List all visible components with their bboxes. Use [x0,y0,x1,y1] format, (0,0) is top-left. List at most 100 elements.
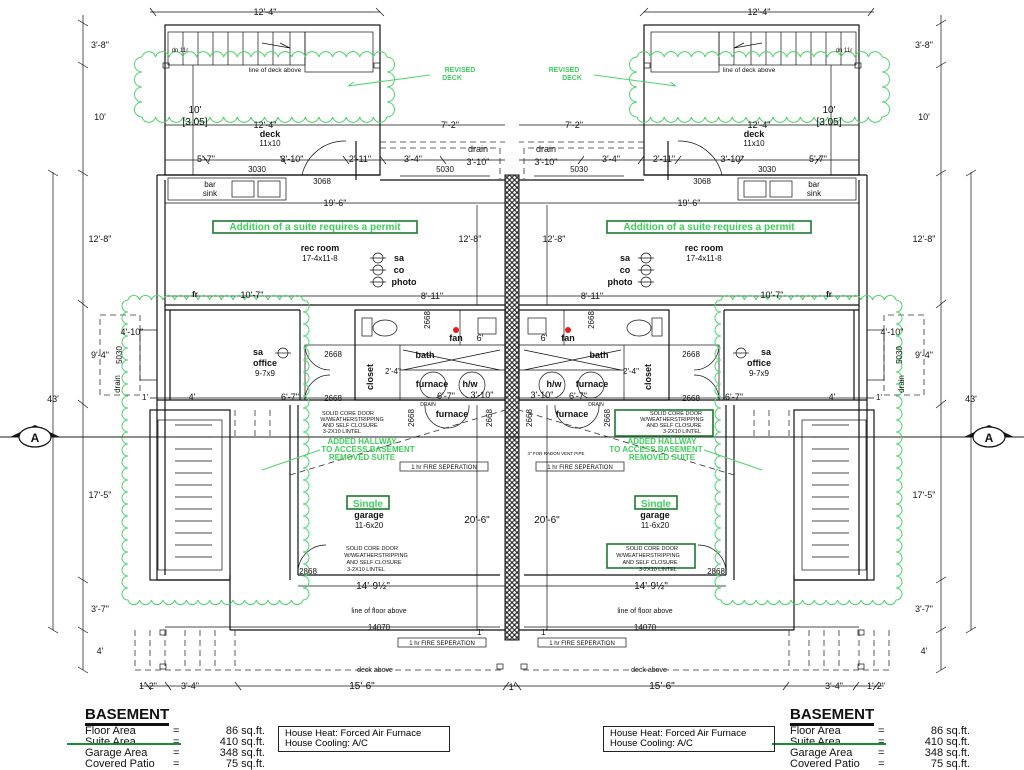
win-5030-label: 5030 [115,346,124,364]
solid-core-3-label: AND SELF CLOSURE [646,423,701,429]
deck-width-label: 12'-4" [748,120,771,130]
section-marker-right[interactable]: A [964,425,1014,448]
dim-6-7-label: 6'-7" [437,391,455,401]
area-equals: = [173,758,180,770]
dim-2-4-label: 2'-4" [623,367,639,376]
hw-label: h/w [547,379,563,389]
dim-2-11-label: 2'-11" [653,154,675,164]
dim-3-4-label: 3'-4" [602,154,620,164]
side-10-label: 10' [918,112,930,122]
dim-12-8-label: 12'-8" [459,234,482,244]
solid-core-3-label: AND SELF CLOSURE [346,560,401,566]
dim-6-7-label: 6'-7" [281,392,299,402]
area-value: 410 sq.ft. [924,736,970,748]
fan-label: fan [561,333,575,343]
drain-label: drain [536,144,556,154]
dim-5-7-label: 5'-7" [809,154,827,164]
solid-core-1-label: SOLID CORE DOOR [650,411,702,417]
area-label: Suite Area [772,737,886,748]
area-equals: = [878,758,885,770]
deck-above-label: deck above [357,667,393,674]
side-3-7-label: 3'-7" [915,604,933,614]
deck-width-label: 12'-4" [254,120,277,130]
dim-1-label: 1' [876,393,882,402]
section-label: A [31,431,40,445]
single-label: Single [353,499,383,510]
door-2668-label: 2668 [525,409,534,427]
dim-20-6-label: 20'-6" [464,515,490,526]
side-10-label: 10' [94,112,106,122]
area-value: 86 sq.ft. [225,725,265,737]
solid-core-1-label: SOLID CORE DOOR [626,546,678,552]
revision-cloud-right [629,51,903,606]
win-5030-label: 5030 [436,165,454,174]
dim-1-2-label: 1'-2" [139,681,157,691]
solid-core-note-box [614,409,714,437]
solid-core-4-label: 3-2X10 LINTEL [323,429,361,435]
hallway-2-label: TO ACCESS BASEMENT [609,445,702,454]
walk-width-label: 7'-2" [565,120,583,130]
dim-15-6-label: 15'-6" [349,681,375,692]
furnace-label: furnace [556,409,589,419]
side-43-label: 43' [47,394,59,404]
garage-label: garage [354,510,384,520]
dim-4-10-label: 4'-10" [121,327,144,337]
area-label: Floor Area [85,725,136,737]
drain-label: drain [113,375,122,393]
code-14070-label: 14070 [634,623,657,632]
fr-label: fr [192,290,198,299]
dim-10-7-label: 10'-7" [761,290,784,300]
deck-label-label: deck [744,129,766,139]
dim-4-10-label: 4'-10" [881,327,904,337]
dim-6-label: 6' [477,333,484,343]
furnace-label: furnace [576,379,609,389]
hw-label: h/w [463,379,479,389]
door-2668-label: 2668 [485,409,494,427]
deck-label-label: deck [260,129,282,139]
win-5030-label: 5030 [895,346,904,364]
sink-label: sink [203,189,218,198]
legend-title: BASEMENT [85,707,170,726]
hallway-3-label: REMOVED SUITE [629,453,696,462]
section-marker-left[interactable]: A [10,425,60,448]
dim-1-label: 1' [541,628,547,637]
office-size-label: 9-7x9 [255,369,276,378]
dim-2-11-label: 2'-11" [349,154,371,164]
door-2668-label: 2668 [423,311,432,329]
area-equals: = [878,725,885,737]
solid-core-4-label: 3-2X10 LINTEL [639,567,677,573]
door-2668-label: 2668 [324,350,342,359]
rec-size-label: 17-4x11-8 [302,254,338,263]
stairs-dn-label: dn 11r [172,48,189,54]
permit-note-label: Addition of a suite requires a permit [623,222,795,233]
photo-label: photo [608,277,633,287]
dim-1-2-label: 1'-2" [867,681,885,691]
dim-4-label: 4' [189,392,196,402]
bath-label: bath [416,350,435,360]
dimension-label-center: 1' [509,682,516,692]
side-9-4-label: 9'-4" [915,350,933,360]
garage-size-label: 11-6x20 [641,521,670,530]
area-row: Covered Patio=75 sq.ft. [790,759,970,770]
code-14070-label: 14070 [368,623,391,632]
photo-label: photo [392,277,417,287]
side-43-label: 43' [965,394,977,404]
revised-deck-1-label: REVISED [445,67,476,74]
deck-height-label: 10' [822,105,835,116]
top-width-label: 12'-4" [254,7,277,17]
fire-sep-label: 1 hr FIRE SEPERATION [549,641,615,647]
deck-line-label: line of deck above [723,67,776,74]
solid-core-2-label: W/WEATHERSTRIPPING [616,553,679,559]
dim-3-10b-label: 3'-10" [467,157,490,167]
bar-label: bar [808,180,820,189]
closet-label: closet [365,364,375,390]
dim-15-6-label: 15'-6" [649,681,675,692]
dim-19-6-label: 19'-6" [324,198,347,208]
door-2668-label: 2668 [407,409,416,427]
furnace-label: furnace [436,409,469,419]
rec-room-label: rec room [685,243,724,253]
fan-label: fan [449,333,463,343]
office-sa-label: sa [761,347,772,357]
area-row: Garage Area=348 sq.ft. [790,748,970,759]
